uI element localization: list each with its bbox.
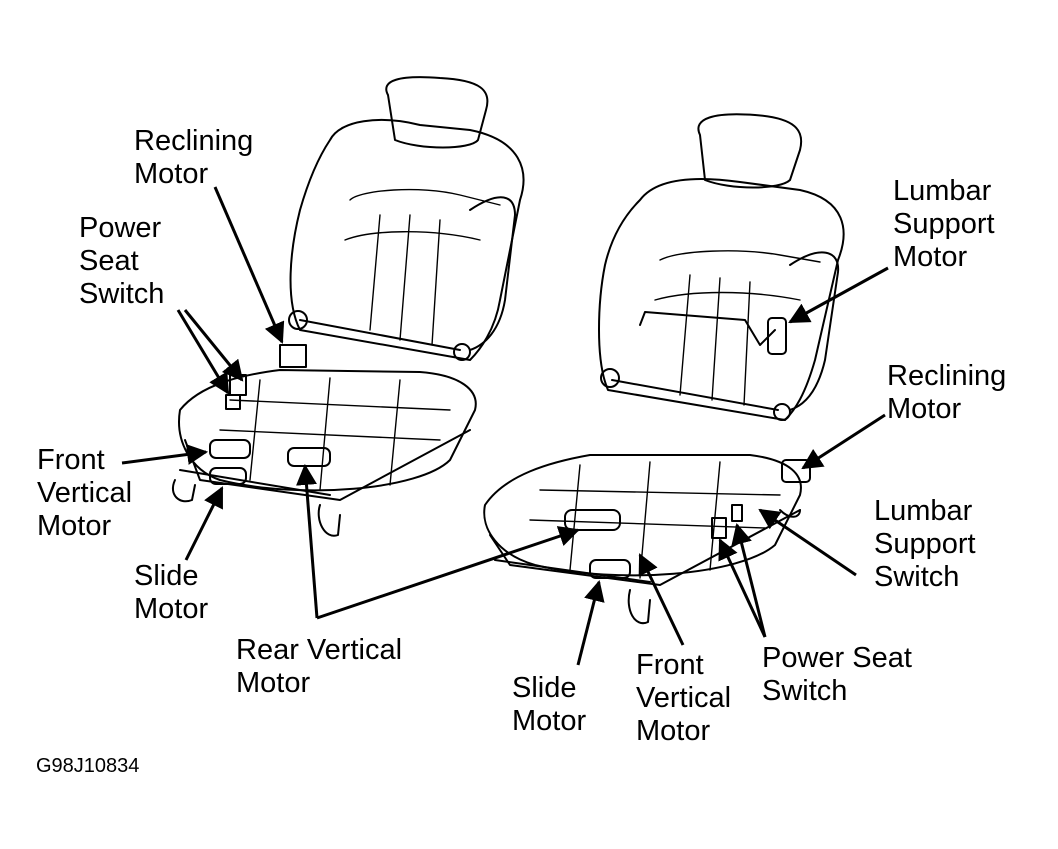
label-left-reclining-motor: Reclining Motor: [134, 125, 254, 190]
label-right-slide-motor: Slide Motor: [512, 672, 587, 737]
label-right-front-vertical-motor: Front Vertical Motor: [636, 649, 732, 747]
left-headrest: [385, 76, 489, 149]
label-right-lumbar-support-switch: Lumbar Support Switch: [874, 495, 976, 593]
left-backrest: [289, 119, 525, 361]
left-seat-drawing: [172, 76, 525, 537]
label-rear-vertical-motor: Rear Vertical Motor: [236, 634, 403, 699]
label-left-front-vertical-motor: Front Vertical Motor: [37, 444, 133, 542]
right-seat-cushion: [483, 454, 802, 577]
right-headrest: [697, 113, 803, 189]
leader-arrows: [121, 186, 889, 666]
label-left-slide-motor: Slide Motor: [134, 560, 209, 625]
figure-id: G98J10834: [36, 755, 140, 777]
label-right-reclining-motor: Reclining Motor: [887, 360, 1007, 425]
label-left-power-seat-switch: Power Seat Switch: [79, 212, 165, 310]
right-seat-drawing: [483, 113, 845, 625]
label-right-power-seat-switch: Power Seat Switch: [762, 642, 912, 707]
right-backrest: [598, 178, 845, 421]
label-right-lumbar-support-motor: Lumbar Support Motor: [893, 175, 995, 273]
